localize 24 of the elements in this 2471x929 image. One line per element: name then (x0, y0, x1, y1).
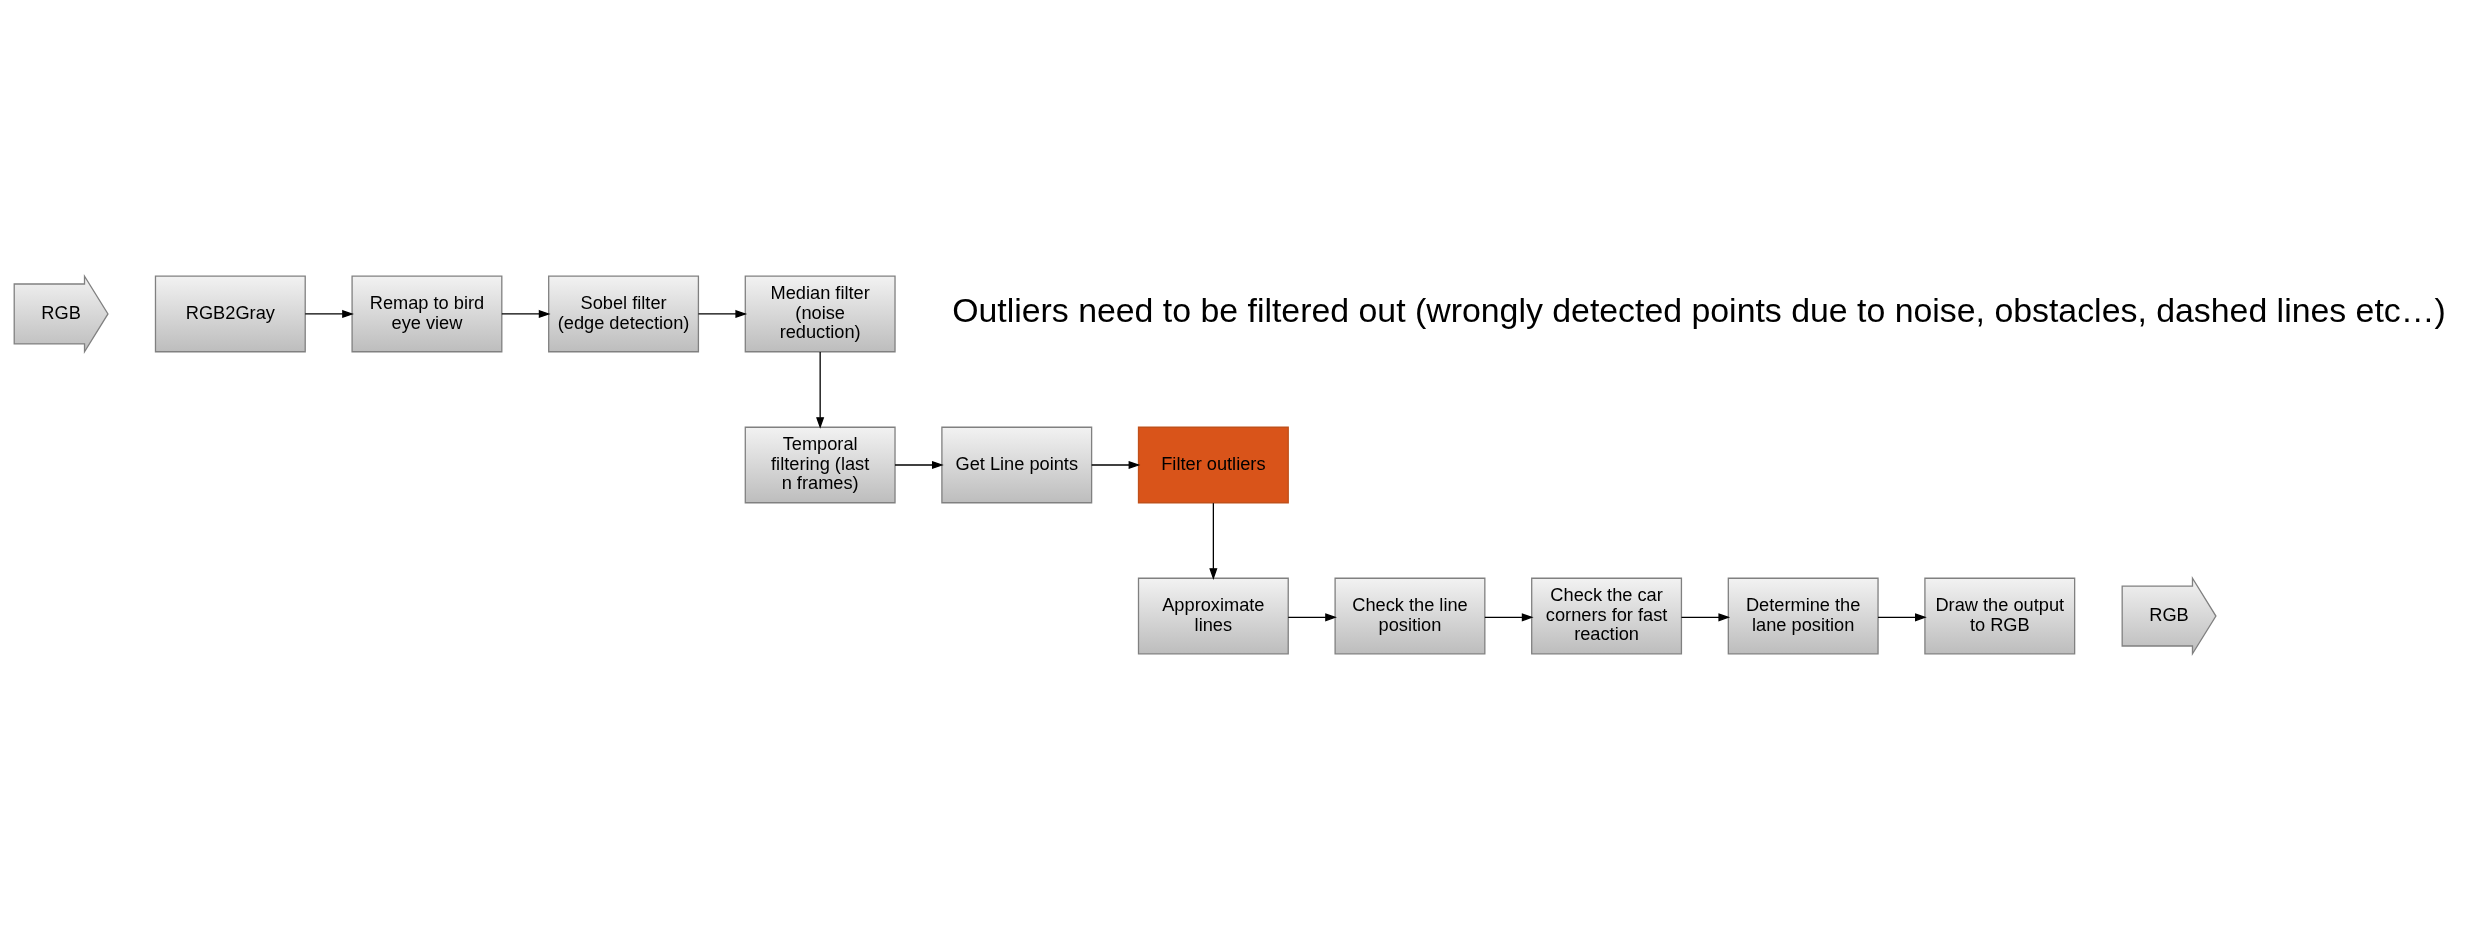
label: Outliers need to be filtered out (wrongly detected points due to noise, obstacles, dashed lines etc…) (952, 290, 2446, 329)
node-box: Check the car corners for fast reaction (1531, 577, 1683, 654)
arrow (1484, 612, 1534, 621)
arrow (501, 309, 551, 318)
arrow (1680, 612, 1731, 621)
node-box: Remap to bird eye view (351, 275, 503, 352)
arrow (304, 309, 354, 318)
arrow (1877, 612, 1927, 621)
node-box: Get Line points (941, 426, 1093, 503)
node-box: Determine the lane position (1727, 577, 1879, 654)
arrow (1091, 460, 1141, 469)
arrow (697, 309, 748, 318)
node-box: Temporal filtering (last n frames) (744, 426, 896, 503)
node-box: Draw the output to RGB (1924, 577, 2076, 654)
arrow (1287, 612, 1337, 621)
node-box: Approximate lines (1137, 577, 1289, 654)
arrow (894, 460, 944, 469)
node-box: Check the line position (1334, 577, 1486, 654)
node-box: Filter outliers (1137, 426, 1289, 503)
arrow (1209, 501, 1218, 580)
node-box: RGB2Gray (154, 275, 306, 352)
node-box: Sobel filter (edge detection) (548, 275, 700, 352)
node-box: Median filter (noise reduction) (744, 275, 896, 352)
arrow (816, 350, 825, 429)
